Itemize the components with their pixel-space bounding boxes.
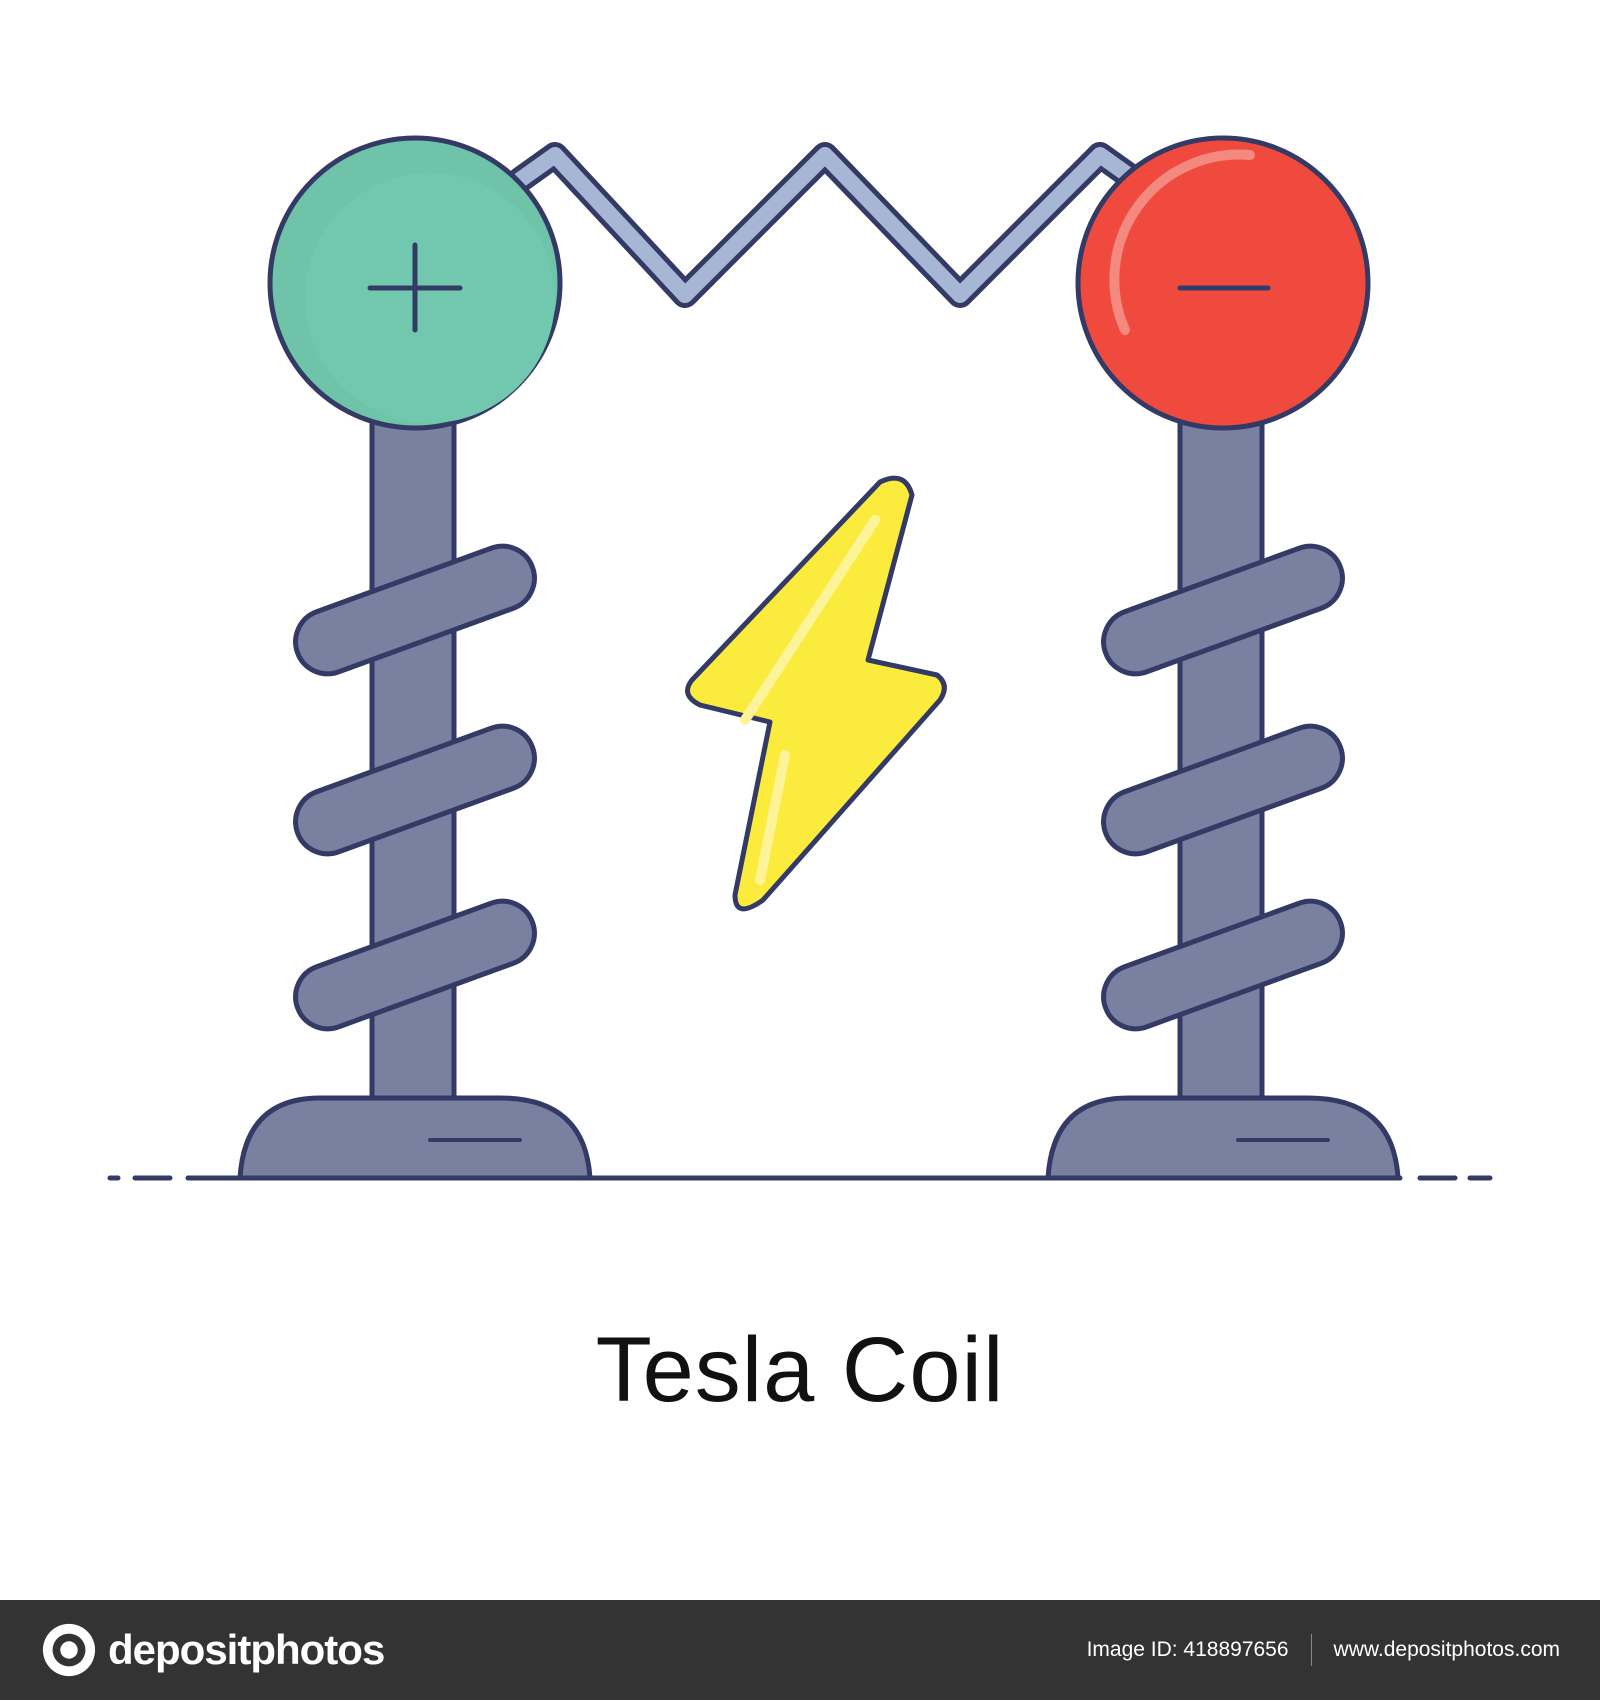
positive-terminal-icon [267,135,563,431]
image-meta: Image ID: 418897656 www.depositphotos.co… [1087,1600,1560,1700]
lightning-bolt-icon [685,475,947,912]
camera-logo-icon [42,1623,96,1677]
site-url[interactable]: www.depositphotos.com [1333,1638,1560,1661]
page-title: Tesla Coil [595,1319,1005,1421]
footer-bar: depositphotos Image ID: 418897656 www.de… [0,1600,1600,1700]
coil-icon [240,410,590,1178]
image-id: Image ID: 418897656 [1086,1638,1289,1661]
tesla-coil-illustration [107,135,1493,1181]
negative-terminal-icon [1075,135,1371,431]
meta-divider [1310,1634,1312,1666]
brand-name: depositphotos [108,1626,385,1673]
coil-icon [1048,410,1398,1178]
brand-link[interactable]: depositphotos [40,1620,385,1680]
